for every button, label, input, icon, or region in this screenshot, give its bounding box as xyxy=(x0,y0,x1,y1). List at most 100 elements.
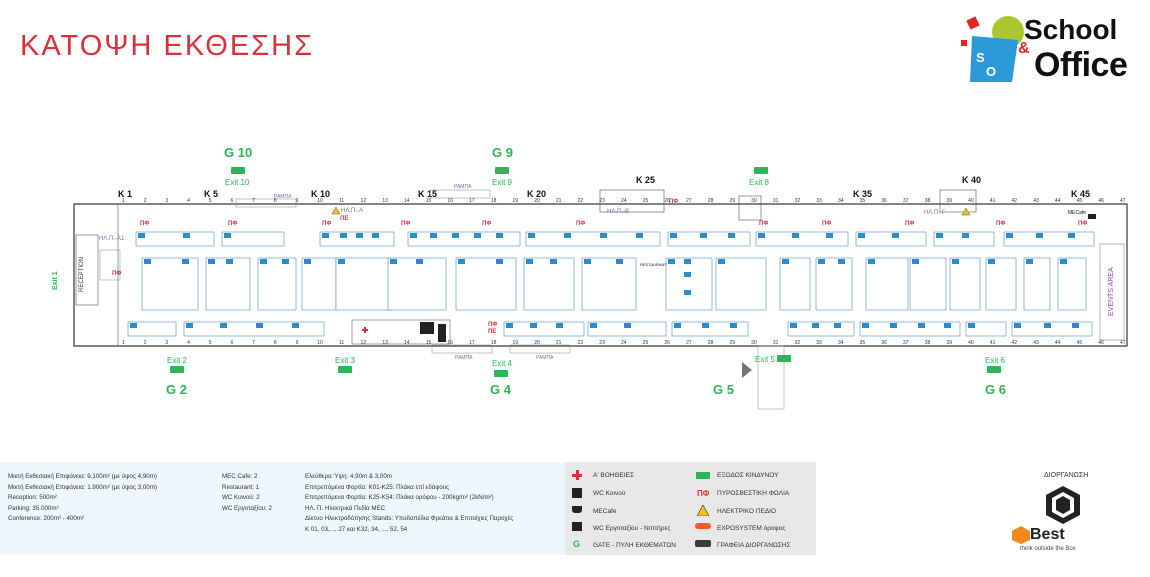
logo-text-school: School xyxy=(1024,14,1118,45)
exit-6-label: Exit 6 xyxy=(985,356,1006,365)
column-number: 33 xyxy=(816,198,822,204)
column-number: 8 xyxy=(273,340,277,346)
legend-line: WC Κοινού: 2 xyxy=(222,494,260,501)
legend-line: Parking: 35.000m² xyxy=(8,504,59,512)
column-number: 2 xyxy=(143,198,147,204)
column-number: 16 xyxy=(447,340,453,346)
legend-line: K 01, 03,..., 27 και K32, 34, ..., 52, 5… xyxy=(305,525,408,533)
electrical-panel-b: ΗΛ.Π.-Β xyxy=(607,209,630,215)
svg-text:S: S xyxy=(976,50,985,65)
exit-sign-icon xyxy=(231,167,245,174)
column-number: 32 xyxy=(794,340,801,346)
gate-g10: G 10 xyxy=(224,145,253,160)
organizer-name: Best xyxy=(1030,526,1065,543)
fire-hose-label: ΠΦ xyxy=(488,322,498,328)
k-label: K 40 xyxy=(962,175,982,185)
legend-line: Ελεύθερα Ύψη: 4,90m & 3,00m xyxy=(305,473,392,480)
column-number: 45 xyxy=(1076,198,1083,204)
column-number: 26 xyxy=(664,198,670,204)
column-number: 47 xyxy=(1120,340,1126,346)
organizer-orange-box-icon xyxy=(1012,526,1030,544)
electrical-panel-a1: ΗΛ.Π.-Α1 xyxy=(99,236,125,242)
k-label: K 10 xyxy=(311,189,331,199)
exit-sign-icon xyxy=(494,370,508,377)
k-label: K 5 xyxy=(204,189,219,199)
column-number: 17 xyxy=(469,198,475,204)
fire-hose-label: ΠΦ xyxy=(822,221,832,227)
fire-hose-label: ΠΦ xyxy=(401,221,411,227)
column-number: 36 xyxy=(881,198,887,204)
column-number: 28 xyxy=(707,340,714,346)
legend-line: Επιτρεπόμενα Φορτία: K25-K54: Πλάκα ορόφ… xyxy=(305,494,494,501)
legend-line: WC Εργοταξίου: 2 xyxy=(222,504,272,512)
column-number: 11 xyxy=(338,198,345,204)
column-number: 44 xyxy=(1054,340,1061,346)
k-label: K 45 xyxy=(1071,189,1091,199)
column-number: 7 xyxy=(252,340,255,346)
exit-sign-icon xyxy=(754,167,768,174)
column-number: 25 xyxy=(642,340,649,346)
column-number: 30 xyxy=(751,340,757,346)
first-aid-icon xyxy=(572,470,582,480)
fire-hose-label: ΠΦ xyxy=(996,221,1006,227)
legend-panel: Μικτή Εκθεσιακή Επιφάνεια: 9.100m² (με ύ… xyxy=(0,462,816,555)
column-number: 41 xyxy=(989,198,996,204)
column-number: 39 xyxy=(946,198,952,204)
sink-icon xyxy=(572,522,582,531)
gate-g6: G 6 xyxy=(985,382,1006,397)
fire-hose-label: ΠΦ xyxy=(112,271,122,277)
column-number: 3 xyxy=(165,198,169,204)
organizer-label: ΔΙΟΡΓΑΝΩΣΗ xyxy=(1044,472,1089,479)
fire-hose-label: ΠΦ xyxy=(759,221,769,227)
column-number: 21 xyxy=(555,340,562,346)
column-number: 28 xyxy=(707,198,714,204)
column-number: 26 xyxy=(664,340,670,346)
legend-line: ΗΛ. Π. Ηλεκτρικά Πεδία MEC xyxy=(305,504,386,512)
events-area-label: EVENTS AREA xyxy=(1108,267,1115,316)
exit-8-label: Exit 8 xyxy=(749,178,770,187)
column-number: 27 xyxy=(686,340,692,346)
column-number: 10 xyxy=(317,198,323,204)
column-number: 18 xyxy=(490,198,497,204)
column-number: 33 xyxy=(816,340,822,346)
legend-line: Μικτή Εκθεσιακή Επιφάνεια: 1.900m² (με ύ… xyxy=(8,483,157,491)
logo-mark-icon: S O xyxy=(961,16,1024,82)
legend-emergency-exit: ΕΞΟΔΟΣ ΚΙΝΔΥΝΟΥ xyxy=(717,472,779,479)
electrical-warning-icon xyxy=(697,505,709,516)
column-number: 34 xyxy=(837,198,844,204)
column-number: 38 xyxy=(924,198,931,204)
gate-g9: G 9 xyxy=(492,145,513,160)
column-number: 16 xyxy=(447,198,453,204)
column-number: 19 xyxy=(512,198,519,204)
exit-1-label: Exit 1 xyxy=(52,271,59,290)
column-number: 8 xyxy=(273,198,277,204)
fire-hose-icon: ΠΦ xyxy=(697,489,710,498)
column-number: 23 xyxy=(599,198,605,204)
legend-col-specs: Ελεύθερα Ύψη: 4,90m & 3,00m Επιτρεπόμενα… xyxy=(305,472,560,535)
column-number: 6 xyxy=(230,198,234,204)
coffee-cup-icon xyxy=(572,506,582,513)
column-number: 46 xyxy=(1098,340,1104,346)
column-number: 40 xyxy=(968,340,974,346)
column-number: 42 xyxy=(1011,340,1018,346)
restaurant-label: RESTAURANT xyxy=(640,262,667,267)
exit-sign-icon xyxy=(987,366,1001,373)
organizer-box-logo-icon xyxy=(1046,486,1080,524)
column-number: 47 xyxy=(1120,198,1126,204)
column-number: 35 xyxy=(859,198,866,204)
mecafe-label: MECafe xyxy=(1068,210,1087,216)
svg-text:O: O xyxy=(986,64,996,79)
legend-line: Conference: 200m² - 400m² xyxy=(8,515,85,522)
electrical-panel-g: ΗΛ.Π.-Γ xyxy=(924,210,946,216)
column-number: 20 xyxy=(534,340,540,346)
column-number: 10 xyxy=(317,340,323,346)
pe-label: ΠΕ xyxy=(340,216,349,222)
exit-3-label: Exit 3 xyxy=(335,356,356,365)
exit-sign-icon xyxy=(338,366,352,373)
column-number: 38 xyxy=(924,340,931,346)
legend-line: Δίκτυο Ηλεκτροδότησης Stands: Υποδαπέδια… xyxy=(305,515,514,522)
pe-label: ΠΕ xyxy=(488,329,497,335)
column-number: 27 xyxy=(686,198,692,204)
legend-col-facilities: MEC Cafe: 2 Restaurant: 1 WC Κοινού: 2 W… xyxy=(222,472,300,514)
